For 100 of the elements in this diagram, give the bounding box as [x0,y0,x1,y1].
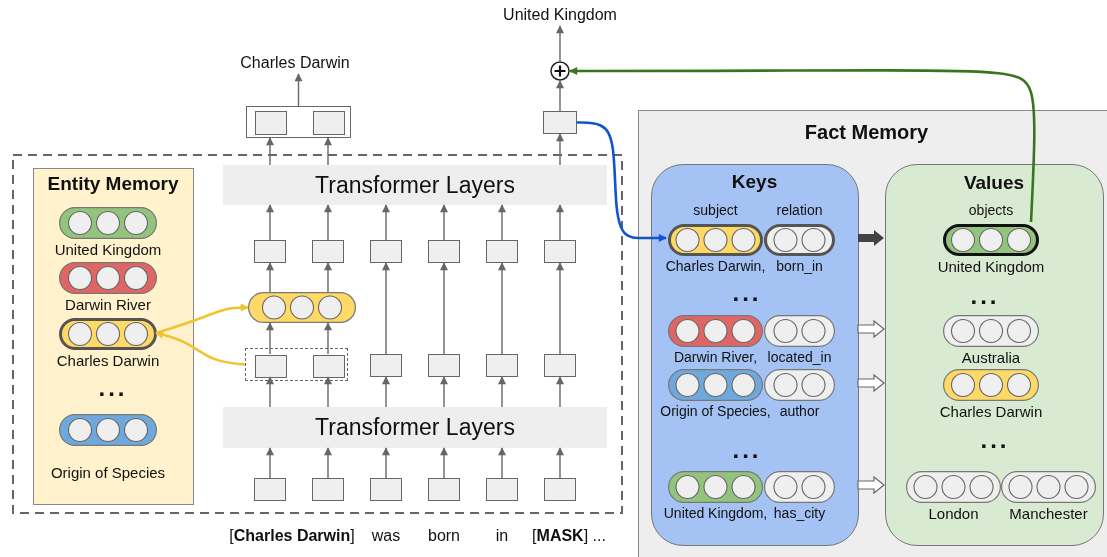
output-label: Charles Darwin [225,52,365,74]
vector-label: London [928,505,979,523]
layer-band: Transformer Layers [223,407,607,448]
hidden-state-box [428,354,460,377]
panel-title: Fact Memory [803,121,930,144]
panel-title: Keys [730,171,779,193]
arrow [294,73,303,107]
hidden-state-box [486,240,518,263]
vector-label: Origin of Species [50,464,166,482]
arrow [266,447,274,479]
block-arrow [857,475,885,495]
arrow [324,137,332,166]
hidden-state-box [544,478,576,501]
arrow [556,25,564,62]
vector-label: Darwin River [65,296,151,314]
arrow [440,262,448,355]
hidden-state-box [255,355,287,378]
hidden-state-box [312,478,344,501]
vector-label: located_in [767,349,832,366]
arrow [440,204,448,241]
input-token: [Charles Darwin] [229,527,355,546]
arrow [266,322,274,355]
input-token: [MASK] ... [532,527,606,546]
hidden-state-box [544,240,576,263]
arrow [556,376,564,408]
arrow [556,262,564,355]
arrow [556,80,564,112]
arrow [382,376,390,408]
span-group-box [245,348,348,381]
arrow [498,376,506,408]
arrow [382,447,390,479]
ellipsis-mark: ... [970,282,1000,310]
hidden-state-box [313,355,345,378]
vector-label: Charles Darwin, [665,258,766,275]
input-token: born [428,527,460,546]
arrow [266,137,274,166]
arrow [498,262,506,355]
panel-title: Entity Memory [46,173,180,195]
arrow [569,67,1036,223]
sum-node [550,61,570,81]
block-arrow [857,373,885,393]
arrow [324,447,332,479]
ellipsis-mark: ... [732,279,762,307]
vector-label: United Kingdom, [663,505,768,522]
arrow [556,447,564,479]
vector-label: has_city [773,505,826,522]
arrow [440,376,448,408]
ellipsis-mark: ... [98,374,128,402]
hidden-state-box [312,240,344,263]
block-arrow [857,319,885,339]
arrow [556,204,564,241]
vector-label: author [779,403,820,420]
arrow [324,376,332,408]
values-panel [885,164,1104,546]
hidden-state-box [428,478,460,501]
entity-embedding [248,292,356,323]
vector-label: United Kingdom [937,258,1045,276]
hidden-state-box [313,111,345,135]
hidden-state-box [428,240,460,263]
vector-label: Charles Darwin [939,403,1043,421]
vector-label: United Kingdom [54,241,162,259]
arrow [266,262,274,293]
ellipsis-mark: ... [980,426,1010,454]
hidden-state-box [370,478,402,501]
arrow [155,330,246,366]
arrow [266,204,274,241]
arrow [155,303,249,335]
ellipsis-mark: ... [732,436,762,464]
input-token: was [371,527,401,546]
vector-label: Australia [961,349,1021,367]
arrow [577,121,667,242]
hidden-state-box [543,111,577,134]
arrow [324,322,332,355]
arrow [324,262,332,293]
arrow [266,376,274,408]
vector-caption: subject [693,202,738,219]
hidden-state-box [486,478,518,501]
vector-caption: objects [968,202,1014,219]
output-group-box [246,106,351,138]
keys-panel [651,164,859,546]
layer-band: Transformer Layers [223,165,607,205]
hidden-state-box [255,111,287,135]
arrow [498,204,506,241]
vector-label: Origin of Species, [660,403,771,420]
vector-caption: relation [776,202,823,219]
vector-label: born_in [776,258,823,275]
hidden-state-box [370,354,402,377]
arrow [440,447,448,479]
hidden-state-box [254,478,286,501]
arrow [382,262,390,355]
input-token: in [495,527,509,546]
entity-memory-panel [33,168,194,505]
fact-memory-panel [638,110,1107,557]
hidden-state-box [254,240,286,263]
arrow [556,133,564,166]
hidden-state-box [370,240,402,263]
panel-title: Values [962,172,1026,194]
vector-label: Charles Darwin [56,352,160,370]
output-label: United Kingdom [490,4,630,26]
hidden-state-box [486,354,518,377]
